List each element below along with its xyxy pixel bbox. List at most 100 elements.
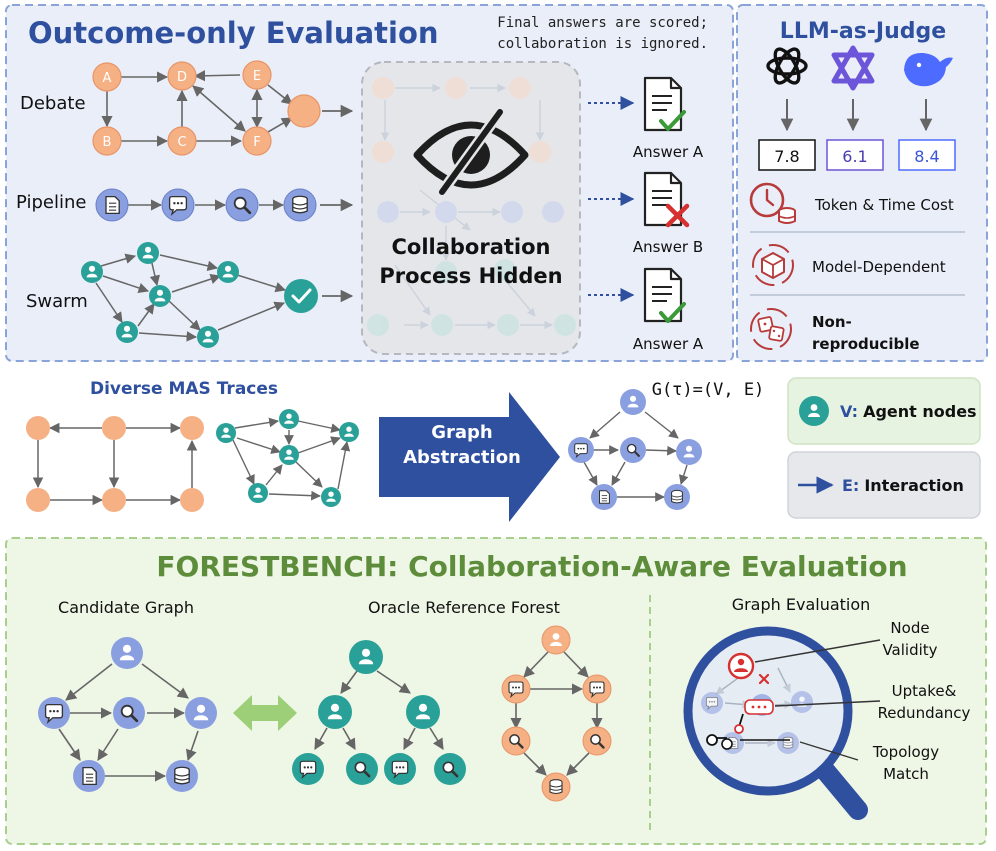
score-value: 7.8 (774, 147, 799, 166)
answer-label: Answer A (633, 143, 704, 161)
candidate-graph (38, 637, 217, 792)
callout-topology-line2: Match (883, 765, 929, 783)
eval-title: Graph Evaluation (732, 595, 871, 614)
swarm-nodes (81, 242, 318, 348)
debate-edge (267, 117, 293, 133)
arrow-label-line1: Graph (431, 422, 493, 443)
oracle-title: Oracle Reference Forest (368, 598, 560, 617)
debate-node-output (287, 94, 321, 128)
answers-column: Answer A Answer B Answer A (588, 76, 704, 353)
debate-node-d (167, 61, 197, 91)
graph-abstraction-arrow: Graph Abstraction (379, 392, 560, 522)
legend-e-text: E: Interaction (842, 476, 964, 495)
judge-title: LLM-as-Judge (780, 19, 946, 44)
swarm-edge (149, 258, 160, 287)
hidden-label-line2: Process Hidden (379, 264, 562, 288)
traces-title: Diverse MAS Traces (90, 379, 278, 399)
cross-mark-icon (665, 203, 690, 228)
debate-edge (267, 84, 293, 105)
database-icon (174, 766, 190, 785)
trace-node (180, 488, 204, 512)
callout-node-validity-line2: Validity (882, 641, 937, 659)
swarm-edge (159, 254, 219, 272)
callout-uptake-line1: Uptake& (892, 682, 957, 700)
debate-node-label: C (177, 135, 186, 150)
qwen-logo (831, 45, 875, 91)
legend-v-text: V:Agent nodes (840, 402, 977, 421)
swarm-agent-node (217, 261, 239, 283)
outcome-note-line2: collaboration is ignored. (497, 36, 708, 52)
judge-item-text: Model-Dependent (812, 258, 946, 276)
hidden-label-line1: Collaboration (391, 235, 550, 259)
swarm-edge (95, 282, 123, 323)
deepseek-logo (904, 52, 953, 87)
outcome-note-line1: Final answers are scored; (497, 15, 708, 31)
cube-cycle-icon (752, 244, 794, 286)
swarm-edge (217, 301, 285, 331)
judge-arrows (780, 99, 933, 132)
judge-panel (736, 4, 988, 362)
debate-label: Debate (20, 93, 86, 114)
debate-edge (193, 70, 241, 82)
swarm-agent-node (197, 326, 219, 348)
legend-e-label: Interaction (864, 476, 964, 495)
check-icon (291, 288, 312, 304)
compare-double-arrow (233, 695, 297, 731)
debate-node-label: A (103, 71, 112, 86)
answer-label: Answer B (633, 238, 703, 256)
lens-content (701, 652, 813, 754)
debate-node-label: E (253, 69, 261, 84)
swarm-edge (171, 274, 221, 293)
document-icon (599, 490, 610, 504)
oracle-tree-teal (292, 640, 466, 785)
hidden-process-box: Collaboration Process Hidden (361, 61, 581, 355)
pipeline-graph (95, 188, 317, 222)
score-box-qwen (826, 139, 884, 171)
legend-v-prefix: V: (840, 402, 858, 421)
swarm-label: Swarm (26, 291, 88, 312)
oracle-tree-orange (501, 625, 612, 802)
callout-lines (754, 639, 881, 761)
trace-node (26, 416, 50, 440)
debate-node-a (92, 62, 122, 92)
debate-node-label: B (103, 135, 112, 150)
debate-node-label: F (253, 135, 260, 150)
callout-topology-line1: Topology (872, 743, 939, 761)
candidate-node (185, 697, 217, 729)
candidate-title: Candidate Graph (58, 598, 194, 617)
database-icon (549, 779, 563, 795)
swarm-output-node (284, 279, 318, 313)
candidate-node (111, 637, 143, 669)
swarm-edge (102, 275, 149, 293)
answer-label: Answer A (633, 335, 704, 353)
debate-node-b (92, 126, 122, 156)
trace-node (180, 416, 204, 440)
openai-logo (766, 47, 808, 85)
check-mark-icon (659, 302, 686, 323)
swarm-agent-node (137, 242, 159, 264)
swarm-edge (100, 253, 137, 267)
forest-title: FORESTBENCH: Collaboration-Aware Evaluat… (156, 550, 907, 583)
database-icon (292, 195, 308, 214)
swarm-edge (168, 300, 201, 331)
faded-graph (367, 77, 576, 336)
swarm-agent-node (149, 285, 171, 307)
invalid-node-highlight (727, 652, 755, 680)
trace-orange-graph (26, 416, 204, 512)
arrow-label-line2: Abstraction (403, 447, 521, 468)
trace-teal-graph (216, 409, 359, 507)
callout-uptake-line2: Redundancy (878, 704, 971, 722)
oracle-node (318, 695, 352, 729)
legend-v-box (787, 377, 981, 445)
legend-e-prefix: E: (842, 476, 859, 495)
debate-node-c (167, 126, 197, 156)
score-value: 8.4 (914, 147, 939, 166)
score-value: 6.1 (842, 147, 867, 166)
trace-node (26, 488, 50, 512)
swarm-agent-node (81, 261, 103, 283)
abstract-graph-small (568, 389, 702, 510)
legend-e-box (787, 451, 981, 519)
debate-node-e (242, 60, 272, 90)
judge-item-text: reproducible (812, 335, 920, 353)
